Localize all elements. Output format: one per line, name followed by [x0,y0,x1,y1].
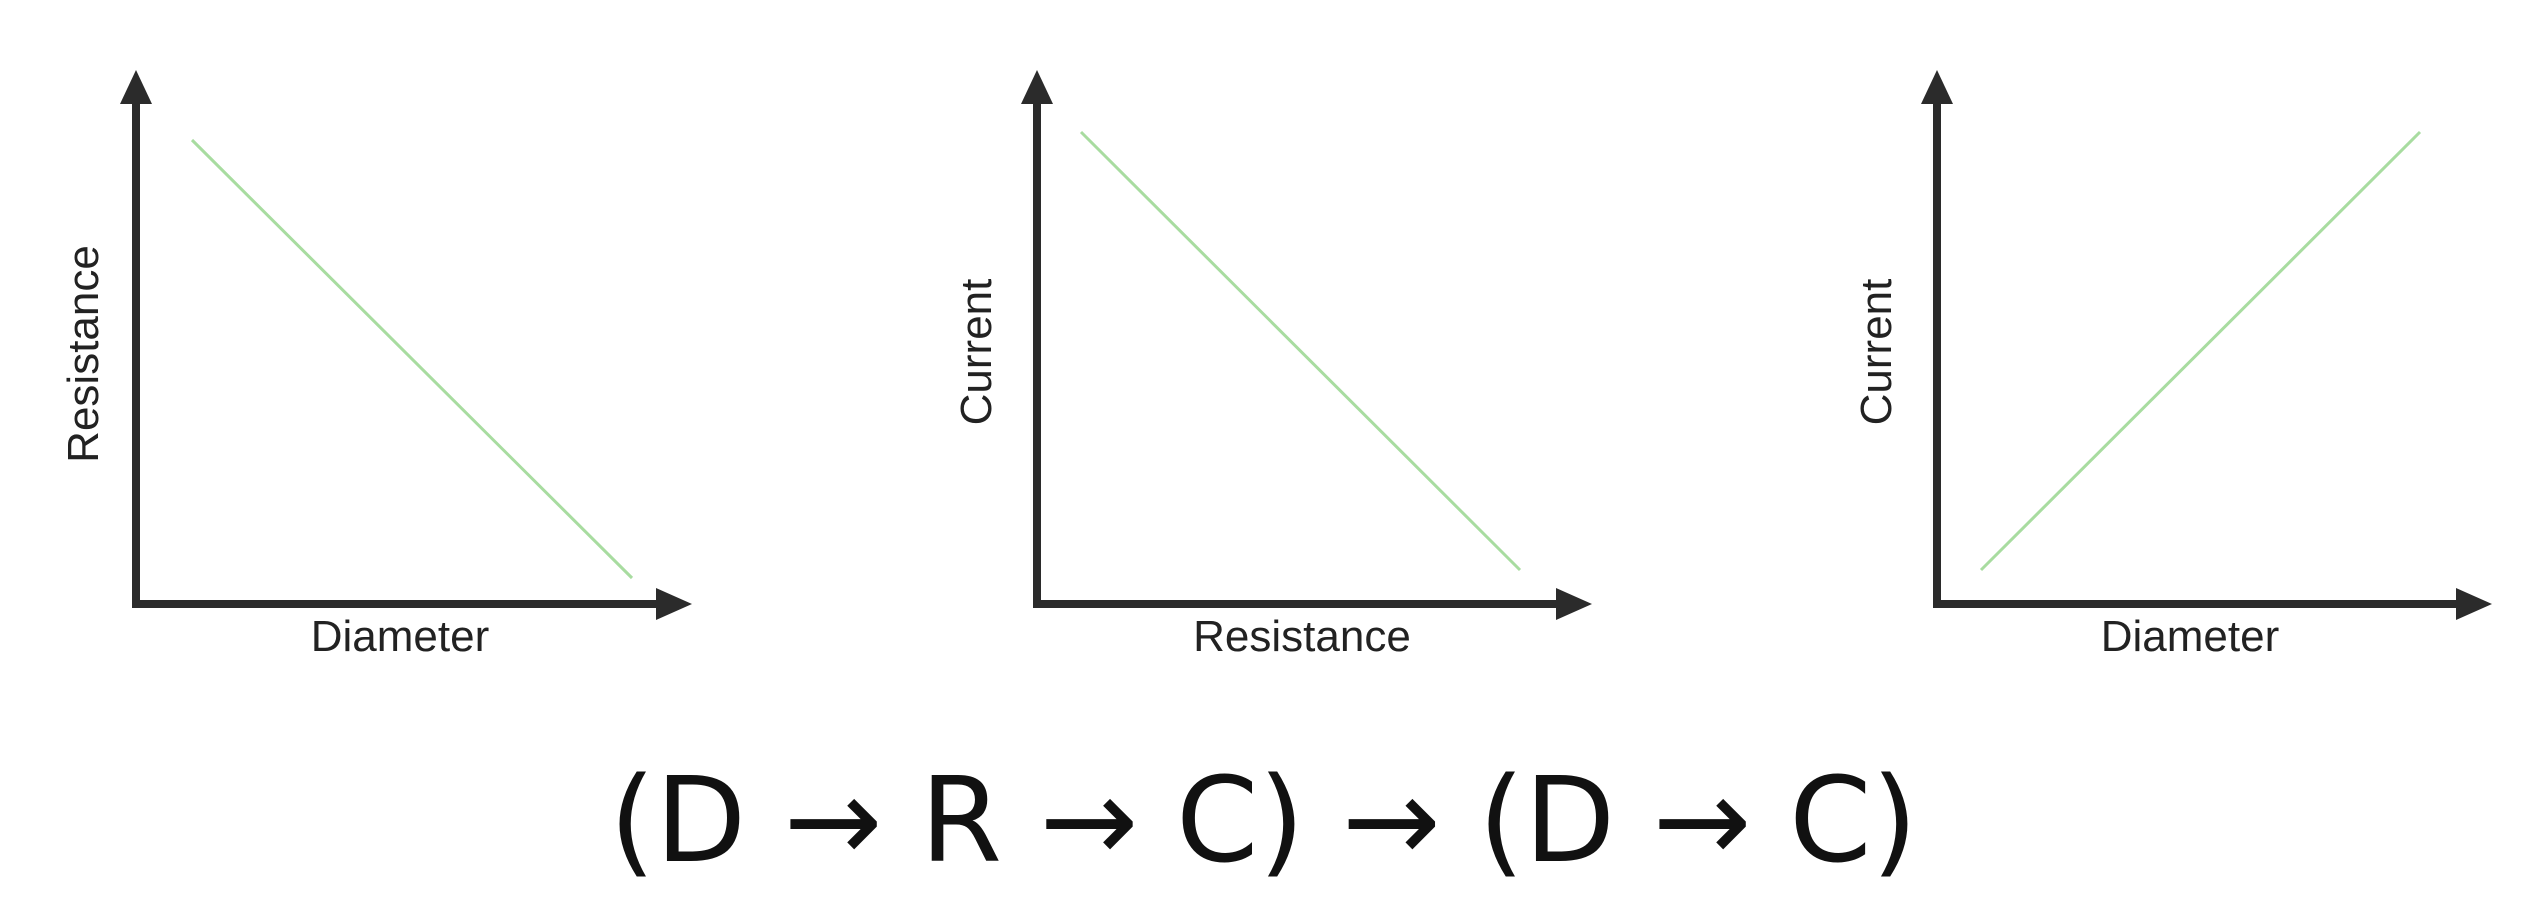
y-axis-label: Current [952,279,1001,426]
graph-diameter-resistance: Diameter Resistance [59,70,692,661]
graph-resistance-current: Resistance Current [952,70,1592,661]
x-axis-arrowhead [2456,588,2492,620]
graph-diameter-current: Diameter Current [1852,70,2492,661]
x-axis-label: Diameter [311,612,490,661]
implication-formula: (D → R → C) → (D → C) [609,751,1918,889]
x-axis-arrowhead [1556,588,1592,620]
trend-line-decreasing [190,138,634,580]
trend-line-decreasing [1079,130,1522,572]
x-axis-label: Diameter [2101,612,2280,661]
y-axis-arrowhead [1921,70,1953,104]
trend-line-increasing [1979,130,2422,572]
y-axis-arrowhead [120,70,152,104]
y-axis-label: Current [1852,279,1901,426]
x-axis-arrowhead [656,588,692,620]
x-axis-label: Resistance [1193,612,1411,661]
y-axis-label: Resistance [59,245,108,463]
y-axis-arrowhead [1021,70,1053,104]
